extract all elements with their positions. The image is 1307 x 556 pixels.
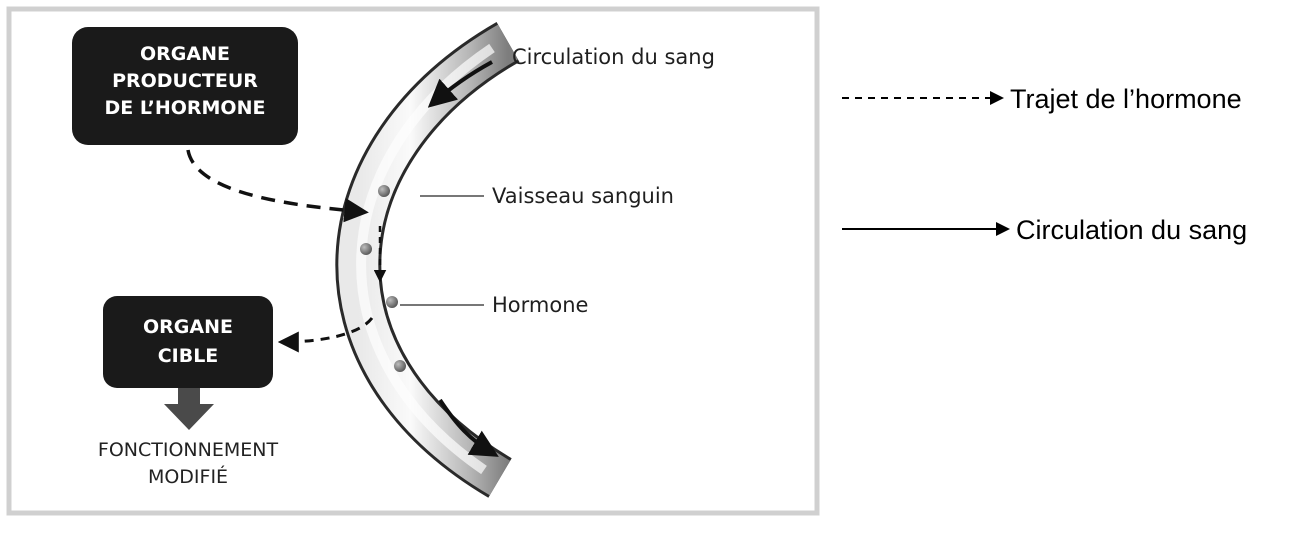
producer-line-2: PRODUCTEUR — [112, 70, 258, 92]
blood-flow-label: Circulation du sang — [512, 45, 715, 69]
producer-line-3: DE L’HORMONE — [105, 97, 266, 119]
hormone-dot — [386, 296, 398, 308]
producer-organ-box: ORGANE PRODUCTEUR DE L’HORMONE — [72, 27, 298, 145]
legend: Trajet de l’hormone Circulation du sang — [842, 84, 1247, 245]
result-line-1: FONCTIONNEMENT — [98, 439, 279, 461]
target-organ-box: ORGANE CIBLE — [103, 296, 273, 388]
legend-hormone-path-label: Trajet de l’hormone — [1010, 84, 1242, 114]
hormone-dot — [378, 185, 390, 197]
target-line-2: CIBLE — [158, 345, 219, 367]
hormone-dot — [360, 243, 372, 255]
legend-blood-arrowhead — [996, 222, 1010, 236]
target-line-1: ORGANE — [143, 316, 233, 338]
legend-blood-flow-label: Circulation du sang — [1016, 215, 1247, 245]
producer-line-1: ORGANE — [140, 43, 230, 65]
hormone-dot — [394, 360, 406, 372]
result-line-2: MODIFIÉ — [148, 465, 228, 488]
hormone-label: Hormone — [492, 293, 588, 317]
legend-hormone-arrowhead — [990, 91, 1004, 105]
vessel-label: Vaisseau sanguin — [492, 184, 674, 208]
